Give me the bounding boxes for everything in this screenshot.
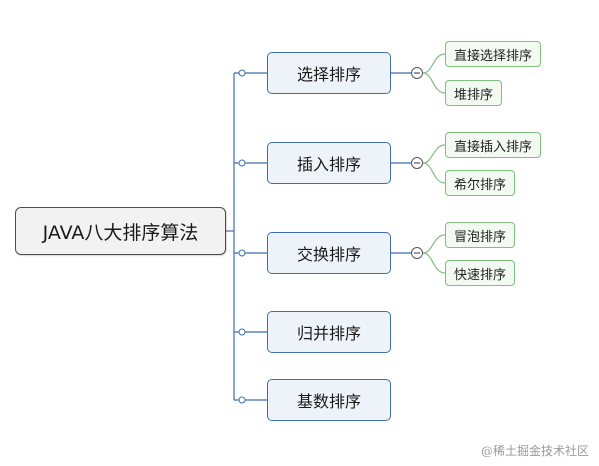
branch-connectors: [234, 72, 267, 401]
branch-radix-sort[interactable]: 基数排序: [267, 379, 391, 421]
leaf-direct-insertion-sort[interactable]: 直接插入排序: [445, 132, 542, 158]
branch-merge-sort[interactable]: 归并排序: [267, 311, 391, 353]
leaf-bubble-sort[interactable]: 冒泡排序: [445, 222, 516, 248]
leaf-shell-sort[interactable]: 希尔排序: [445, 170, 516, 196]
branch-insertion-sort[interactable]: 插入排序: [267, 142, 391, 184]
collapse-toggle-3[interactable]: [411, 247, 423, 259]
toggle-connectors: [391, 72, 411, 254]
root-topic[interactable]: JAVA八大排序算法: [15, 207, 226, 255]
branch-exchange-sort[interactable]: 交换排序: [267, 232, 391, 274]
leaf-direct-selection-sort[interactable]: 直接选择排序: [445, 41, 542, 67]
leaf-connectors: [422, 53, 446, 274]
collapse-toggle-1[interactable]: [411, 67, 423, 79]
watermark-text: @稀土掘金技术社区: [480, 444, 589, 458]
leaf-heap-sort[interactable]: 堆排序: [445, 80, 503, 106]
leaf-quick-sort[interactable]: 快速排序: [445, 260, 516, 286]
collapse-toggle-2[interactable]: [411, 157, 423, 169]
branch-dots: [238, 69, 246, 404]
branch-selection-sort[interactable]: 选择排序: [267, 52, 391, 94]
